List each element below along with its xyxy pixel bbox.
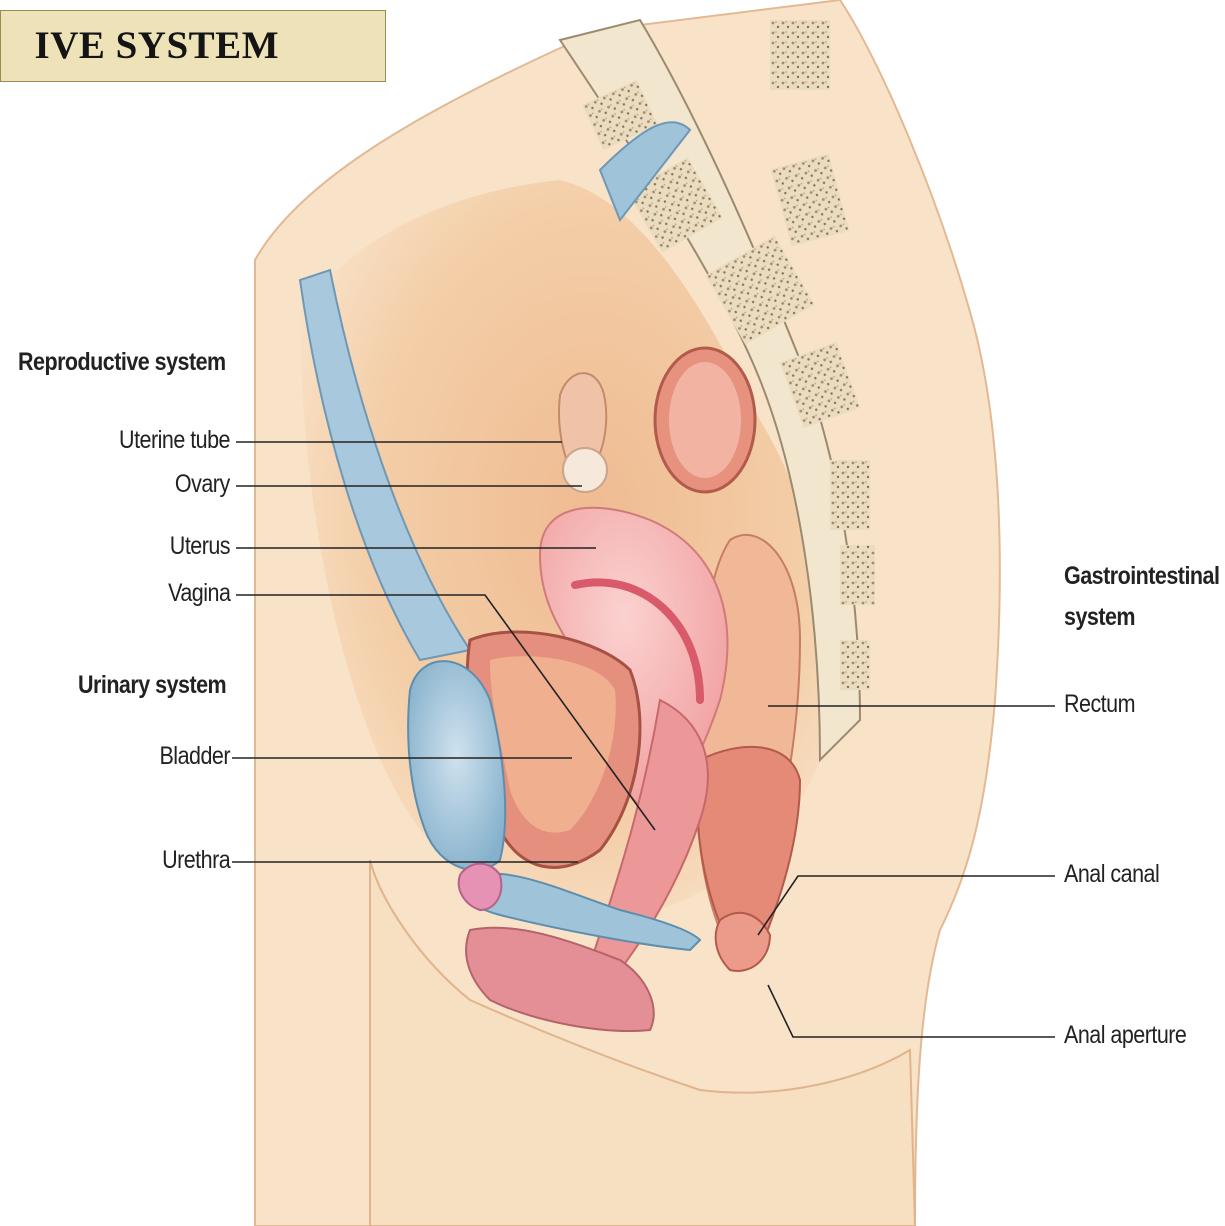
label-vagina: Vagina [168,579,230,608]
colon-loop [655,348,755,492]
group-urinary-system: Urinary system [78,671,226,700]
group-gastrointestinal-line2: system [1064,603,1135,632]
label-bladder: Bladder [159,742,230,771]
ovary-tube [559,373,607,492]
group-gastrointestinal-line1: Gastrointestinal [1064,562,1219,591]
label-urethra: Urethra [162,846,230,875]
group-reproductive-system: Reproductive system [18,348,226,377]
label-uterus: Uterus [170,532,230,561]
label-ovary: Ovary [175,470,230,499]
label-rectum: Rectum [1064,690,1135,719]
label-anal-canal: Anal canal [1064,860,1159,889]
label-uterine-tube: Uterine tube [119,426,230,455]
label-anal-aperture: Anal aperture [1064,1021,1186,1050]
